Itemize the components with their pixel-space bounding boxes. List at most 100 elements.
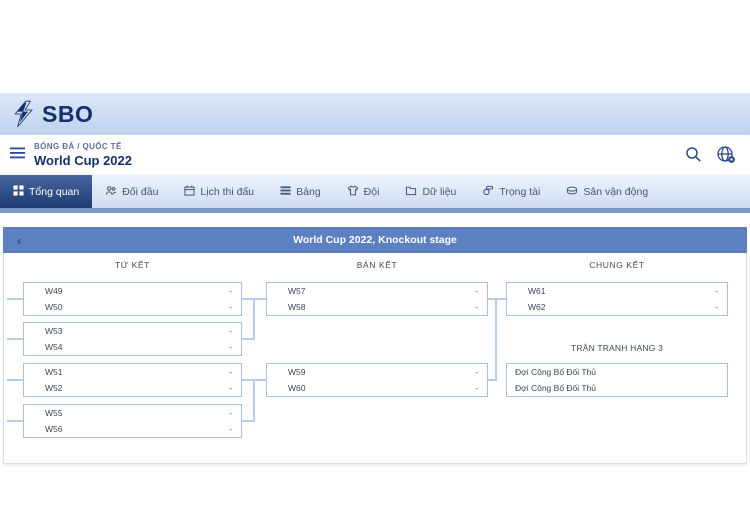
sbo-logo[interactable]: SBO	[12, 100, 93, 128]
connector	[488, 298, 497, 300]
breadcrumb: BÓNG ĐÁ / QUỐC TẾ	[34, 141, 122, 151]
match-box-w51-w52[interactable]: W51 - W52 -	[23, 363, 242, 397]
team-name: W58	[288, 302, 306, 312]
match-box-w49-w50[interactable]: W49 - W50 -	[23, 282, 242, 316]
score: -	[229, 424, 232, 434]
stage-banner: ‹ World Cup 2022, Knockout stage	[3, 227, 747, 253]
team-name: W62	[528, 302, 546, 312]
third-place-label: TRẬN TRANH HẠNG 3	[570, 343, 664, 353]
tab-san-van-dong[interactable]: Sân vận động	[553, 175, 661, 208]
team-name: Đợi Công Bố Đối Thủ	[515, 383, 597, 393]
connector	[7, 379, 23, 381]
connector	[7, 298, 23, 300]
connector	[242, 338, 255, 340]
team-name: W59	[288, 367, 306, 377]
score: -	[229, 326, 232, 336]
table-icon	[280, 185, 291, 199]
tabbar: Tổng quan Đối đầu Lịch thi đấu	[0, 175, 750, 208]
tab-trong-tai[interactable]: Trọng tài	[469, 175, 553, 208]
team-name: W52	[45, 383, 63, 393]
tab-label: Bảng	[296, 185, 321, 198]
score: -	[229, 367, 232, 377]
score: -	[229, 286, 232, 296]
match-box-w53-w54[interactable]: W53 - W54 -	[23, 322, 242, 356]
score: -	[475, 367, 478, 377]
tab-label: Đội	[363, 185, 380, 198]
connector	[242, 420, 255, 422]
tab-lich-thi-dau[interactable]: Lịch thi đấu	[171, 175, 267, 208]
whistle-icon	[482, 185, 494, 199]
tab-label: Lịch thi đấu	[200, 185, 255, 198]
tab-label: Dữ liệu	[422, 185, 457, 198]
score: -	[229, 408, 232, 418]
bracket-panel: TỨ KẾT BÁN KẾT CHUNG KẾT W49 - W50 - W53 - …	[3, 253, 747, 464]
team-name: W51	[45, 367, 63, 377]
tab-label: Tổng quan	[29, 185, 80, 198]
team-name: W60	[288, 383, 306, 393]
connector	[253, 379, 255, 422]
tab-doi[interactable]: Đội	[334, 175, 393, 208]
globe-settings-icon[interactable]	[716, 145, 736, 164]
tab-label: Trọng tài	[499, 185, 541, 198]
team-name: W54	[45, 342, 63, 352]
team-name: W57	[288, 286, 306, 296]
connector	[7, 420, 23, 422]
score: -	[229, 383, 232, 393]
team-name: W55	[45, 408, 63, 418]
stadium-icon	[566, 185, 578, 199]
match-box-w57-w58[interactable]: W57 - W58 -	[266, 282, 488, 316]
team-name: W49	[45, 286, 63, 296]
connector	[497, 298, 506, 300]
tab-doi-dau[interactable]: Đối đầu	[92, 175, 171, 208]
score: -	[715, 286, 718, 296]
search-icon[interactable]	[685, 146, 702, 163]
score: -	[229, 342, 232, 352]
connector	[495, 298, 497, 381]
menu-button[interactable]	[0, 147, 34, 162]
connector	[242, 298, 255, 300]
score: -	[715, 302, 718, 312]
logo-text: SBO	[42, 100, 94, 127]
score: -	[475, 302, 478, 312]
team-name: Đợi Công Bố Đối Thủ	[515, 367, 597, 377]
connector	[255, 379, 266, 381]
tabbar-accent-strip	[0, 208, 750, 213]
team-name: W61	[528, 286, 546, 296]
connector	[7, 338, 23, 340]
shirt-icon	[347, 184, 359, 199]
score: -	[475, 383, 478, 393]
score: -	[475, 286, 478, 296]
team-name: W50	[45, 302, 63, 312]
score: -	[229, 302, 232, 312]
bolt-icon	[12, 100, 36, 128]
connector	[253, 298, 255, 340]
match-box-w61-w62[interactable]: W61 - W62 -	[506, 282, 728, 316]
match-box-w59-w60[interactable]: W59 - W60 -	[266, 363, 488, 397]
connector	[488, 379, 497, 381]
match-box-third-place[interactable]: Đợi Công Bố Đối Thủ Đợi Công Bố Đối Thủ	[506, 363, 728, 397]
tab-label: Sân vận động	[583, 185, 649, 198]
connector	[242, 379, 255, 381]
brand-header: SBO	[0, 93, 750, 135]
folder-icon	[405, 185, 417, 199]
tab-bang[interactable]: Bảng	[267, 175, 334, 208]
calendar-icon	[184, 184, 196, 199]
round-header-semifinal: BÁN KẾT	[356, 260, 398, 270]
team-name: W53	[45, 326, 63, 336]
people-icon	[105, 185, 117, 199]
subheader: BÓNG ĐÁ / QUỐC TẾ World Cup 2022	[0, 135, 750, 175]
stage-banner-title: World Cup 2022, Knockout stage	[293, 234, 457, 246]
tab-tong-quan[interactable]: Tổng quan	[0, 175, 93, 208]
tab-du-lieu[interactable]: Dữ liệu	[392, 175, 469, 208]
page-title: World Cup 2022	[34, 152, 133, 168]
round-header-final: CHUNG KẾT	[589, 260, 645, 270]
team-name: W56	[45, 424, 63, 434]
subheader-icons	[685, 145, 750, 164]
match-box-w55-w56[interactable]: W55 - W56 -	[23, 404, 242, 438]
grid-icon	[13, 184, 24, 199]
tab-label: Đối đầu	[122, 185, 159, 198]
connector	[255, 298, 266, 300]
round-header-quarterfinal: TỨ KẾT	[115, 260, 150, 270]
back-button[interactable]: ‹	[17, 232, 22, 248]
